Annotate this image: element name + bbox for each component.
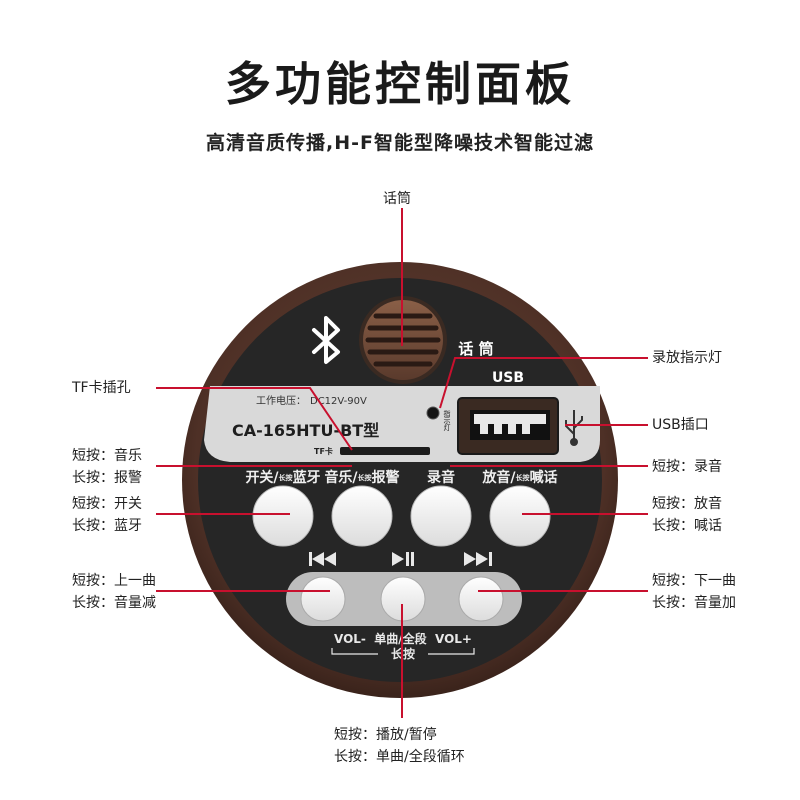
callout-prev-short: 短按：上一曲 (72, 573, 156, 589)
record-indicator-led (426, 406, 440, 420)
callout-power-bluetooth: 短按：开关 长按：蓝牙 (72, 493, 142, 537)
usb-label: USB (492, 370, 524, 386)
callout-bluetooth-long: 长按：蓝牙 (72, 518, 142, 534)
callout-music-short: 短按：音乐 (72, 448, 142, 464)
callout-record: 短按：录音 (652, 456, 722, 478)
callout-playback-shout: 短按：放音 长按：喊话 (652, 493, 722, 537)
bluetooth-icon (312, 316, 340, 364)
top-buttons (252, 485, 551, 547)
music-alarm-button[interactable] (331, 485, 393, 547)
record-label: 录音 (427, 469, 455, 486)
power-bluetooth-button[interactable] (252, 485, 314, 547)
callout-next-track: 短按：下一曲 长按：音量加 (652, 570, 736, 614)
tf-card-slot[interactable] (340, 447, 430, 455)
callout-usb-port: USB插口 (652, 414, 709, 436)
mic-label: 话 筒 (458, 340, 493, 358)
next-track-button[interactable] (458, 576, 504, 622)
callout-tf-slot-text: TF卡插孔 (72, 380, 131, 396)
callout-play-short: 短按：播放/暂停 (334, 727, 437, 743)
usb-port[interactable] (457, 397, 559, 455)
callout-loop-long: 长按：单曲/全段循环 (334, 749, 465, 765)
callout-record-short: 短按：录音 (652, 459, 722, 475)
playback-shout-label-tail: 喊话 (530, 469, 558, 486)
page-title: 多功能控制面板 (225, 57, 575, 111)
playback-shout-label: 放音/长按喊话 (481, 469, 557, 486)
playback-shout-label-small: 长按 (516, 473, 530, 482)
callout-play-pause: 短按：播放/暂停 长按：单曲/全段循环 (334, 724, 465, 768)
record-label-main: 录音 (427, 469, 455, 486)
callout-power-short: 短按：开关 (72, 496, 142, 512)
long-press-bracket (331, 648, 475, 655)
callout-next-short: 短按：下一曲 (652, 573, 736, 589)
callout-volume-up-long: 长按：音量加 (652, 595, 736, 611)
record-button[interactable] (410, 485, 472, 547)
model-name: CA-165HTU-BT型 (232, 421, 379, 440)
power-bluetooth-label-main: 开关/ (245, 469, 279, 486)
playback-shout-button[interactable] (489, 485, 551, 547)
playback-shout-label-main: 放音/ (481, 469, 516, 486)
music-alarm-label-small: 长按 (358, 473, 372, 482)
callout-lines (156, 208, 648, 718)
callout-tf-slot: TF卡插孔 (72, 377, 131, 399)
music-alarm-label-main: 音乐/ (324, 469, 358, 486)
callout-mic-text: 话筒 (383, 191, 411, 207)
page-subtitle: 高清音质传播,H-F智能型降噪技术智能过滤 (206, 132, 594, 154)
callout-prev-track: 短按：上一曲 长按：音量减 (72, 570, 156, 614)
music-alarm-label-tail: 报警 (372, 469, 400, 486)
voltage-value: DC12V-90V (310, 396, 367, 407)
callout-usb-port-text: USB插口 (652, 417, 709, 433)
callout-playback-short: 短按：放音 (652, 496, 722, 512)
power-bluetooth-label-small: 长按 (279, 473, 293, 482)
prev-track-icon (309, 552, 336, 566)
tf-label: TF卡 (314, 446, 333, 456)
callout-shout-long: 长按：喊话 (652, 518, 722, 534)
next-track-icon (464, 552, 492, 566)
callout-alarm-long: 长按：报警 (72, 470, 142, 486)
music-alarm-label: 音乐/长按报警 (324, 469, 399, 486)
callout-music-alarm: 短按：音乐 长按：报警 (72, 445, 142, 489)
indicator-label: 指示灯 (443, 409, 451, 432)
voltage-label: 工作电压： (256, 394, 306, 407)
callout-record-indicator: 录放指示灯 (652, 347, 722, 369)
callout-record-indicator-text: 录放指示灯 (652, 350, 722, 366)
power-bluetooth-label-tail: 蓝牙 (293, 469, 321, 486)
play-pause-icon (392, 552, 414, 566)
prev-track-button[interactable] (300, 576, 346, 622)
callout-volume-down-long: 长按：音量减 (72, 595, 156, 611)
callout-mic: 话筒 (383, 188, 411, 210)
power-bluetooth-label: 开关/长按蓝牙 (245, 469, 320, 486)
